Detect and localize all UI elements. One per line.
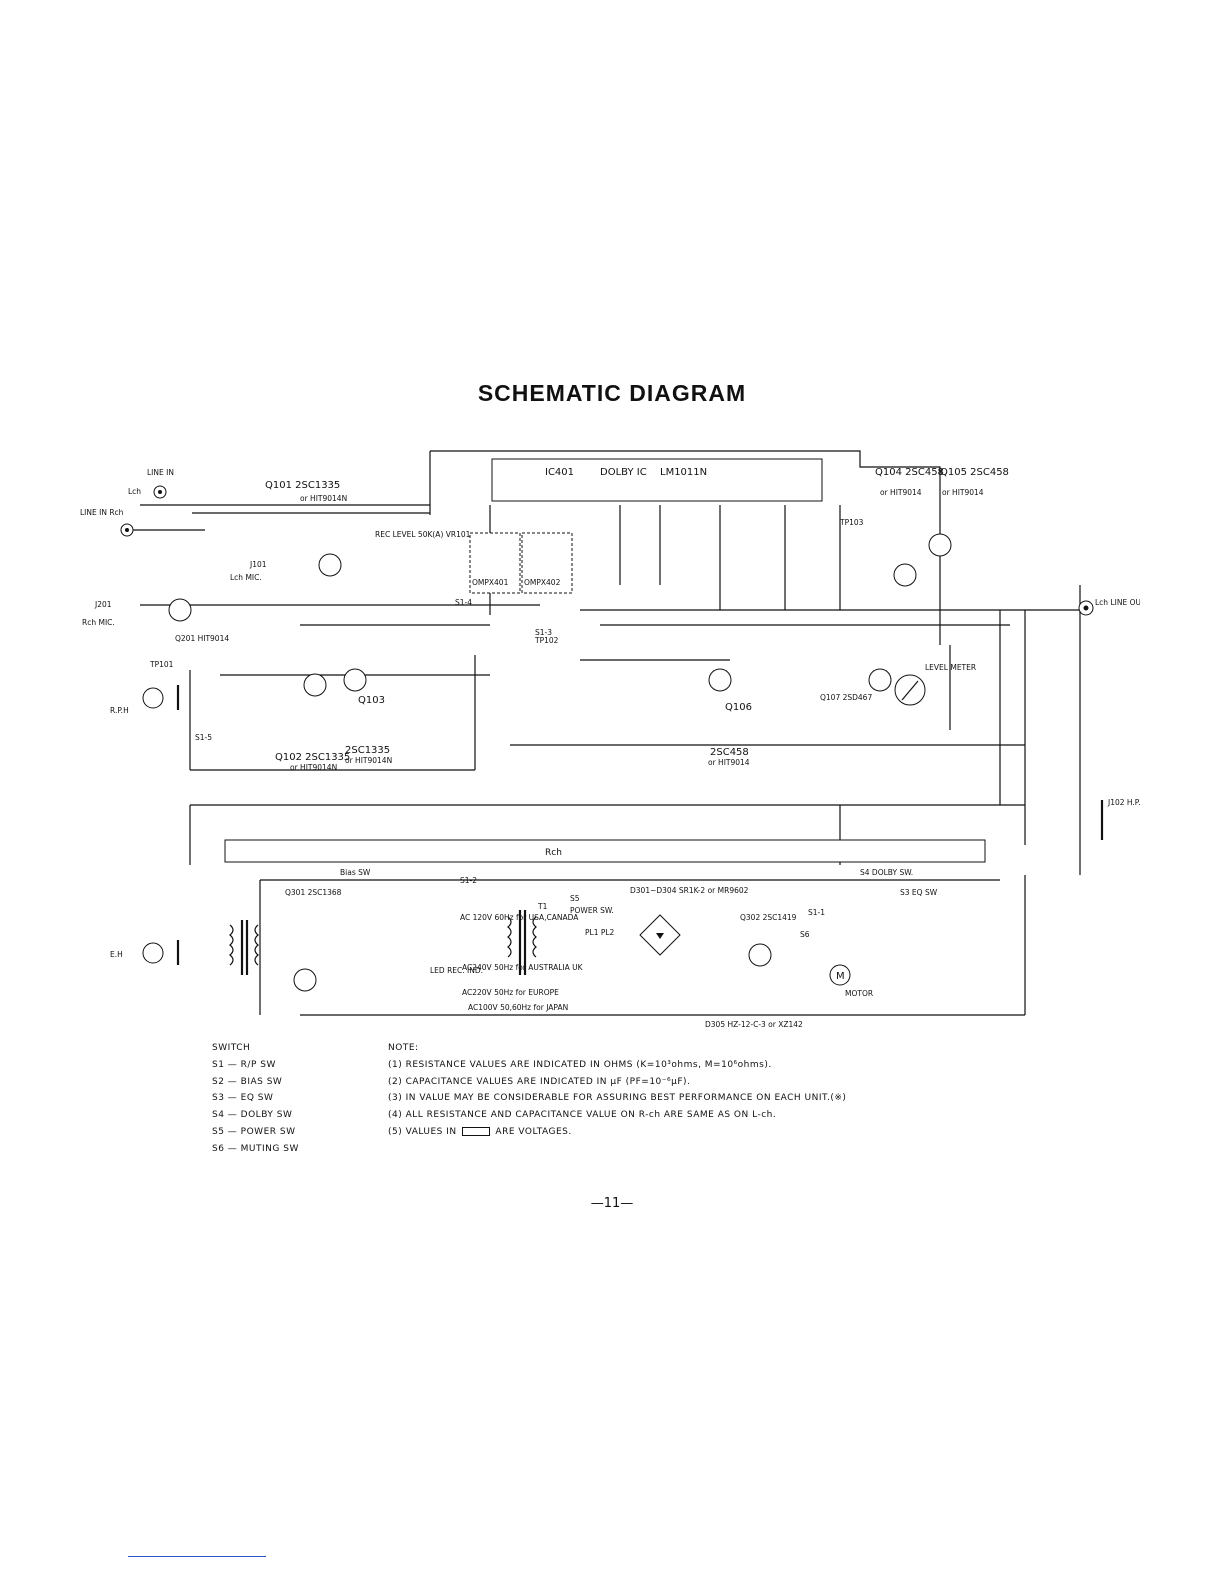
note-item: (3) IN VALUE MAY BE CONSIDERABLE FOR ASS… (388, 1093, 847, 1104)
s1-4-label: S1-4 (455, 598, 472, 607)
line-out-label: Lch LINE OUT (1095, 598, 1140, 607)
note5-suffix: ARE VOLTAGES. (495, 1126, 572, 1137)
d305-label: D305 HZ-12-C-3 or XZ142 (705, 1020, 803, 1029)
rph-label: R.P.H (110, 706, 129, 715)
rch-bar-label: Rch (545, 848, 562, 858)
line-in-rch-label: LINE IN Rch (80, 508, 124, 517)
page-number: —11— (590, 1196, 634, 1211)
transistors (168, 533, 952, 992)
s5-label: S5 (570, 894, 580, 903)
page-title: SCHEMATIC DIAGRAM (477, 380, 747, 406)
notes: NOTE: (1) RESISTANCE VALUES ARE INDICATE… (388, 1040, 846, 1141)
note-title: NOTE: (388, 1043, 419, 1053)
s6-label: S6 (800, 930, 810, 939)
ompx401-label: OMPX401 (472, 578, 509, 587)
ac-usa-label: AC 120V 60Hz for USA,CANADA (460, 913, 579, 922)
switch-title: SWITCH (212, 1043, 251, 1053)
ac-jp-label: AC100V 50,60Hz for JAPAN (468, 1003, 568, 1012)
note-item: (2) CAPACITANCE VALUES ARE INDICATED IN … (388, 1076, 691, 1087)
ic401-label: IC401 (545, 467, 574, 478)
wiring (130, 450, 1090, 1016)
q102-alt-label: or HIT9014N (290, 763, 337, 772)
q106-label: Q106 (725, 702, 752, 713)
hp-label: J102 H.P. (1107, 798, 1140, 807)
ac-eu-label: AC220V 50Hz for EUROPE (462, 988, 559, 997)
power-sw-label: POWER SW. (570, 906, 614, 915)
dolby-ic-label: DOLBY IC (600, 467, 647, 478)
rec-level-label: REC LEVEL 50K(A) VR101 (375, 530, 471, 539)
switch-legend: SWITCH S1 — R/P SW S2 — BIAS SW S3 — EQ … (212, 1040, 299, 1158)
rch-mic-label: Rch MIC. (82, 618, 115, 627)
lm1011n-label: LM1011N (660, 467, 707, 478)
ompx-modules: OMPX401 OMPX402 (469, 532, 573, 594)
lch-label: Lch (128, 487, 141, 496)
q101-label: Q101 2SC1335 (265, 480, 340, 491)
bias-sw-label: Bias SW (340, 868, 371, 877)
bridge-rectifier (639, 914, 681, 956)
q102-label: Q102 2SC1335 (275, 752, 350, 763)
ac-aus-label: AC240V 50Hz for AUSTRALIA UK (462, 963, 584, 972)
q105-alt-label: or HIT9014 (942, 488, 984, 497)
level-meter-label: LEVEL METER (925, 663, 976, 672)
j101-label: J101 (249, 560, 267, 569)
jacks (120, 485, 1104, 965)
transformers (229, 910, 537, 975)
s1-2-label: S1-2 (460, 876, 477, 885)
pl-label: PL1 PL2 (585, 928, 615, 937)
q101-alt-label: or HIT9014N (300, 494, 347, 503)
q302-label: Q302 2SC1419 (740, 913, 797, 922)
eq-sw-label: S3 EQ SW (900, 888, 938, 897)
switch-item: S6 — MUTING SW (212, 1143, 299, 1154)
q106-type-label: 2SC458 (710, 747, 749, 758)
level-meter: LEVEL METER (894, 663, 976, 706)
q103-name-label: Q103 (358, 695, 385, 706)
note-item: (4) ALL RESISTANCE AND CAPACITANCE VALUE… (388, 1110, 777, 1121)
footer-divider (128, 1556, 266, 1557)
note-item: (1) RESISTANCE VALUES ARE INDICATED IN O… (388, 1059, 772, 1070)
switch-item: S4 — DOLBY SW (212, 1110, 293, 1121)
tp103-label: TP103 (839, 518, 864, 527)
q104-label: Q104 2SC458 (875, 467, 944, 478)
eh-label: E.H (110, 950, 123, 959)
switch-item: S2 — BIAS SW (212, 1076, 283, 1087)
s1-1-label: S1-1 (808, 908, 825, 917)
d301-label: D301~D304 SR1K-2 or MR9602 (630, 886, 749, 895)
motor-label: MOTOR (845, 989, 873, 998)
ompx402-label: OMPX402 (524, 578, 561, 587)
q301-label: Q301 2SC1368 (285, 888, 342, 897)
ic401: IC401 DOLBY IC LM1011N (491, 458, 823, 502)
tp101-label: TP101 (149, 660, 174, 669)
note5-prefix: (5) VALUES IN (388, 1126, 457, 1137)
svg-text:M: M (836, 971, 845, 982)
voltage-box-icon (462, 1126, 491, 1136)
s1-5-label: S1-5 (195, 733, 212, 742)
q104-alt-label: or HIT9014 (880, 488, 922, 497)
led-label: LED REC. IND. (430, 966, 483, 975)
schematic-diagram: IC401 DOLBY IC LM1011N OMPX401 OMPX402 R… (80, 450, 1140, 1029)
switch-item: S3 — EQ SW (212, 1093, 274, 1104)
q107-label: Q107 2SD467 (820, 693, 872, 702)
q201-label: Q201 HIT9014 (175, 634, 229, 643)
switch-item: S1 — R/P SW (212, 1059, 276, 1070)
q105-label: Q105 2SC458 (940, 467, 1009, 478)
q103-type-label: 2SC1335 (345, 745, 390, 756)
q103-alt-label: or HIT9014N (345, 756, 392, 765)
dolby-sw-label: S4 DOLBY SW. (860, 868, 913, 877)
s1-3-label: S1-3 (535, 628, 552, 637)
rch-block: Rch (224, 839, 986, 863)
j201-label: J201 (94, 600, 112, 609)
q106-alt-label: or HIT9014 (708, 758, 750, 767)
motor: M MOTOR (829, 964, 873, 998)
switch-item: S5 — POWER SW (212, 1126, 296, 1137)
component-labels: LINE IN Lch LINE IN Rch Rch MIC. Lch MIC… (80, 467, 1140, 1029)
lch-mic-label: Lch MIC. (230, 573, 262, 582)
note-item-5: (5) VALUES IN ARE VOLTAGES. (388, 1124, 846, 1141)
tp102-label: TP102 (534, 636, 559, 645)
line-in-label: LINE IN (147, 468, 174, 477)
t1-label: T1 (537, 902, 548, 911)
